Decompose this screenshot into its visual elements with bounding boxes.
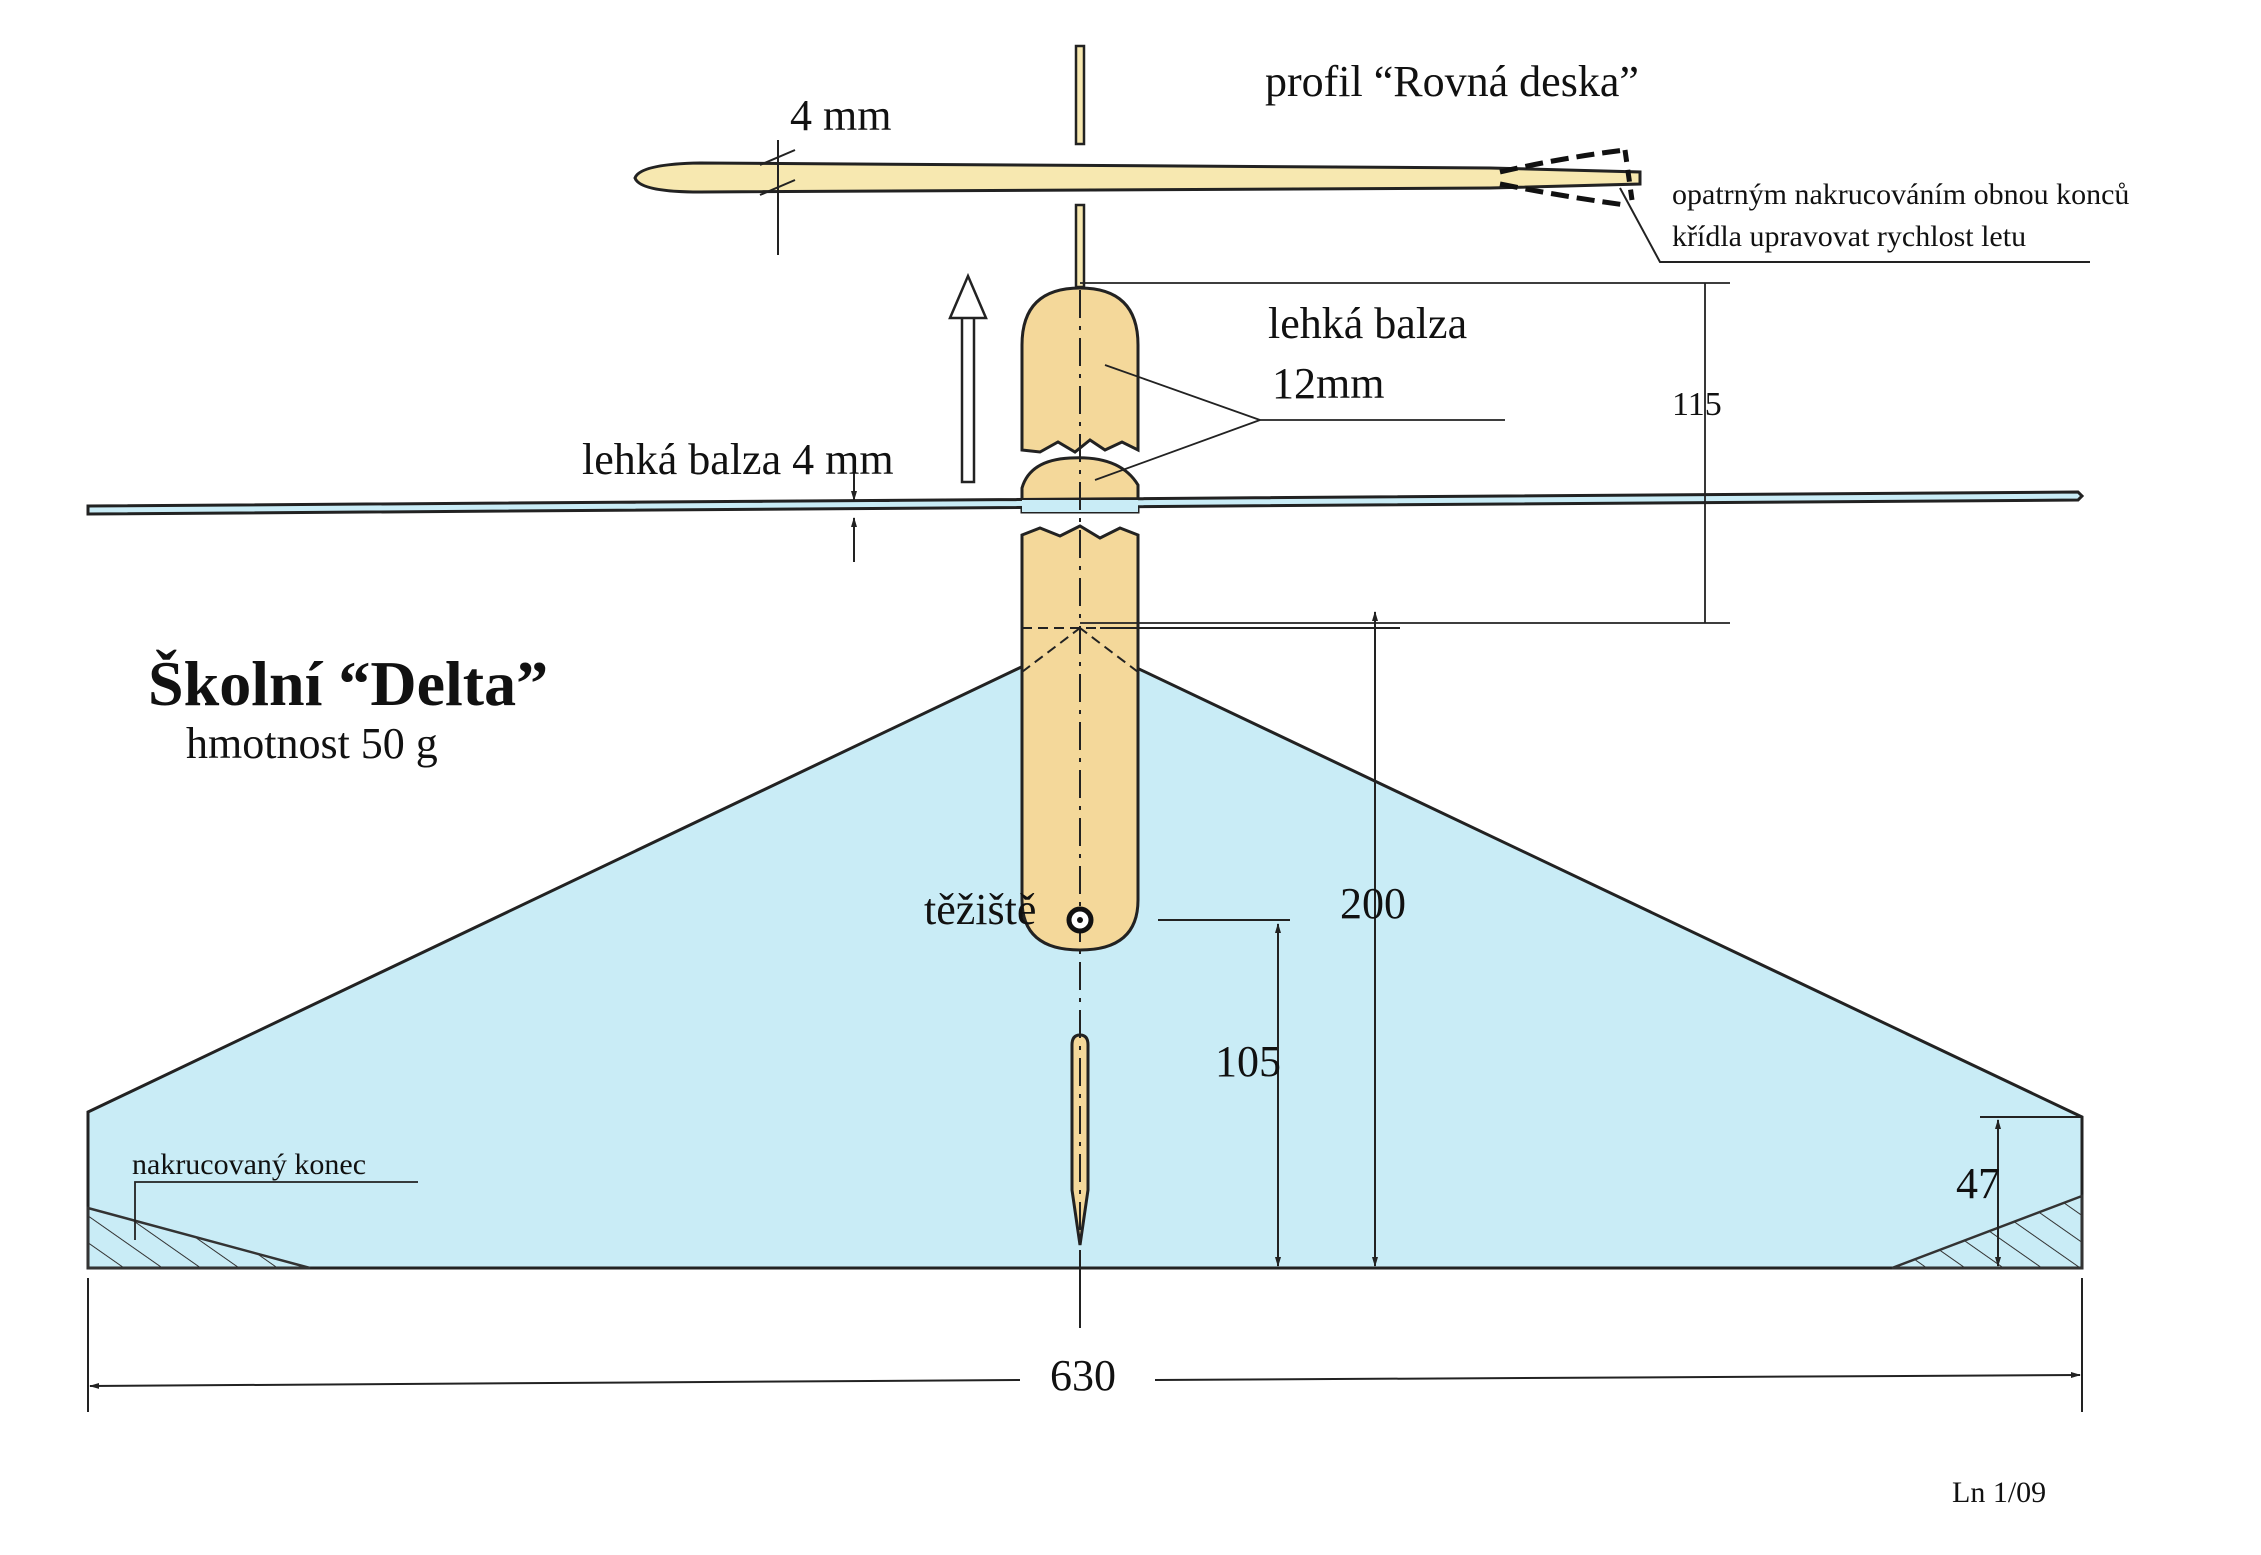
twisted-tip-label: nakrucovaný konec <box>132 1148 367 1181</box>
fuselage-upper-part <box>1020 286 1140 454</box>
dim-200: 200 <box>1340 879 1406 928</box>
dim-630-lines <box>87 1268 2083 1412</box>
dim-115: 115 <box>1672 386 1722 423</box>
wing-label: lehká balza 4 mm <box>582 435 894 484</box>
footer-code: Ln 1/09 <box>1952 1476 2047 1509</box>
fin-bottom <box>1070 1033 1090 1246</box>
twist-note-line2: křídla upravovat rychlost letu <box>1672 220 2027 253</box>
dim-115-lines <box>1080 282 1730 624</box>
dim-47-lines <box>1980 1116 2082 1267</box>
dim-105: 105 <box>1215 1037 1281 1086</box>
twisted-tip-right <box>1891 1194 2084 1270</box>
fuselage-label-line1: lehká balza <box>1268 299 1468 348</box>
dim-200-lines <box>1100 611 1400 1267</box>
twist-note-leader <box>1619 187 2090 263</box>
drawing-title: Školní “Delta” <box>148 648 549 719</box>
fin-middle <box>1074 203 1086 289</box>
twisted-tip-left <box>86 1206 311 1270</box>
profile-thickness-label: 4 mm <box>790 91 892 140</box>
fuselage-label-leader <box>1094 364 1505 481</box>
dim-630: 630 <box>1050 1351 1116 1400</box>
twist-note-line1: opatrným nakrucováním obnou konců <box>1672 178 2130 211</box>
fuselage-label-line2: 12mm <box>1272 359 1385 408</box>
dim-105-lines <box>1158 919 1290 1267</box>
profile-label: profil “Rovná deska” <box>1265 57 1639 106</box>
profile-tip-twist <box>1499 147 1635 208</box>
dim-47: 47 <box>1956 1159 2000 1208</box>
flight-direction-arrow <box>948 272 988 484</box>
mass-label: hmotnost 50 g <box>186 719 438 768</box>
twisted-tip-leader <box>134 1181 418 1240</box>
wing-profile <box>633 161 1642 194</box>
fin-top <box>1074 44 1086 146</box>
cg-label: těžiště <box>924 885 1037 934</box>
